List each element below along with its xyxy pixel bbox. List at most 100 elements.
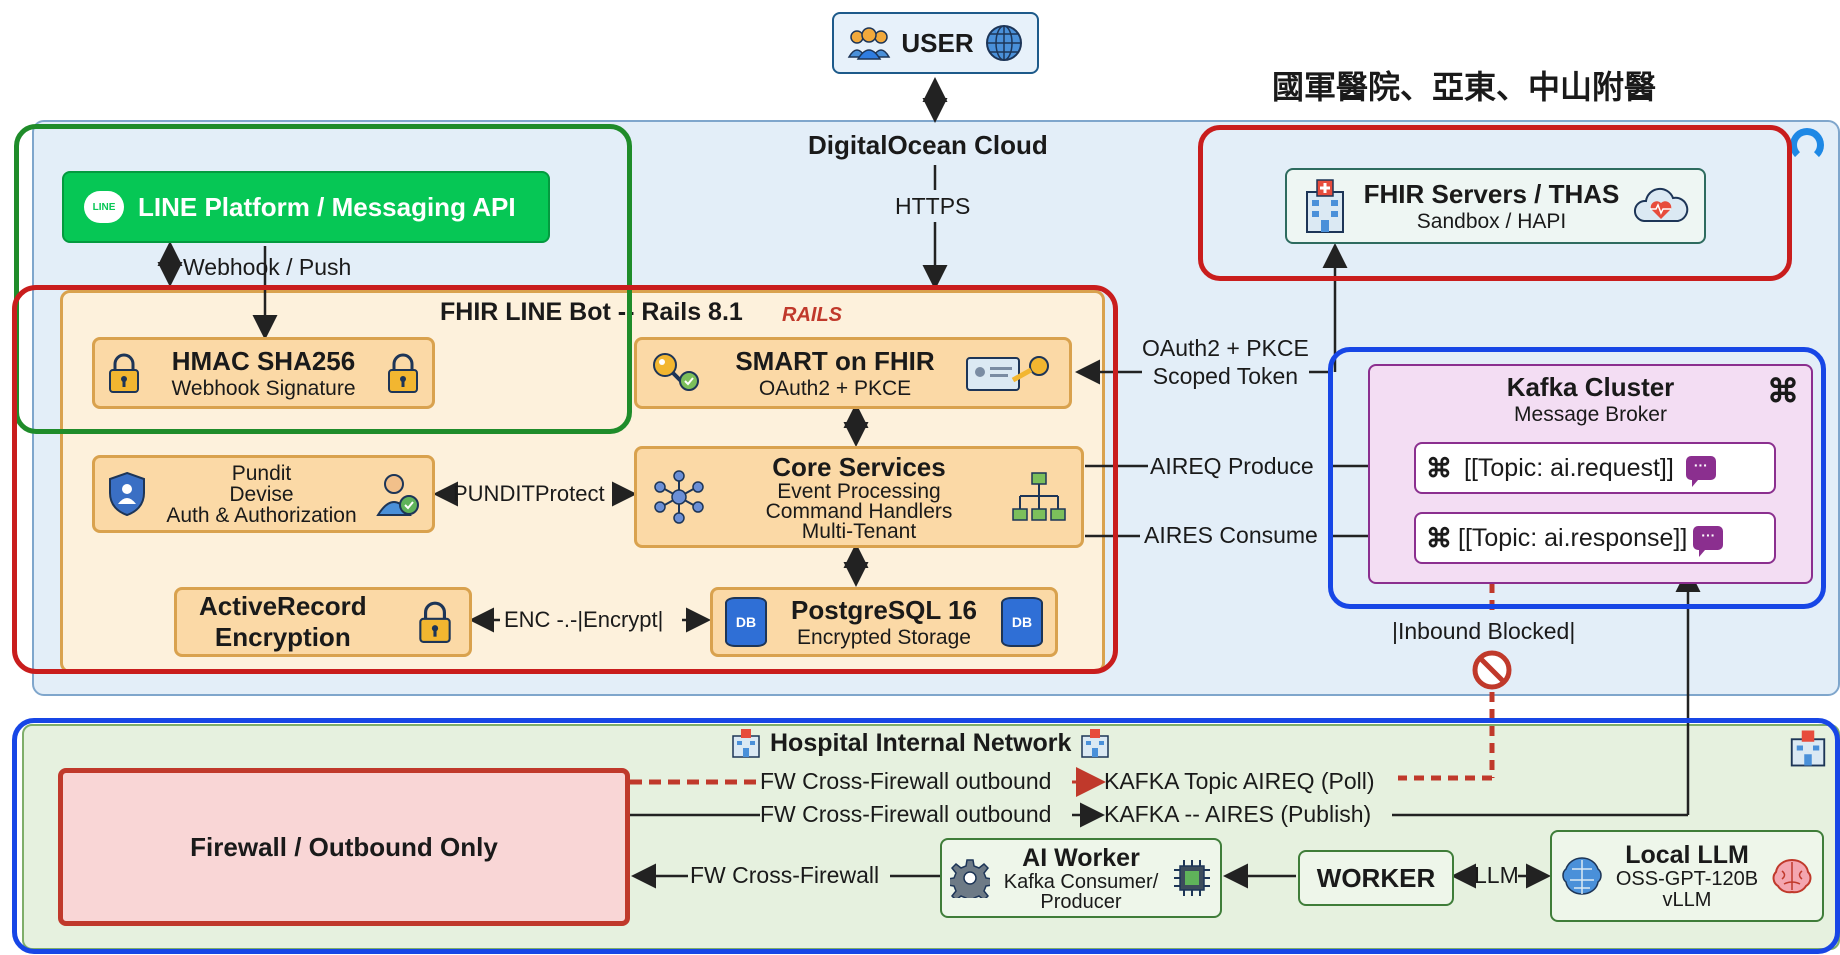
hospital-net-header: Hospital Internal Network xyxy=(730,726,1111,760)
hmac-title: HMAC SHA256 xyxy=(171,345,356,376)
kafka-icon: ⌘ xyxy=(1426,522,1452,553)
fhir-servers-node: FHIR Servers / THAS Sandbox / HAPI xyxy=(1285,168,1706,244)
topic-request-label: [[Topic: ai.request]] xyxy=(1464,453,1674,482)
user-node: USER xyxy=(832,12,1039,74)
hospitals-label: 國軍醫院、亞東、中山附醫 xyxy=(1272,69,1657,105)
kafka-cluster-node: Kafka Cluster Message Broker ⌘ ⌘ [[Topic… xyxy=(1368,364,1813,584)
topic-ai-response: ⌘ [[Topic: ai.response]] ··· xyxy=(1414,512,1776,564)
local-llm-node: Local LLM OSS-GPT-120B vLLM xyxy=(1550,830,1824,922)
kafka-subtitle: Message Broker xyxy=(1514,403,1667,426)
pundit-line1: Pundit xyxy=(231,461,292,485)
smart-on-fhir-node: SMART on FHIR OAuth2 + PKCE xyxy=(634,337,1072,409)
lock-icon xyxy=(109,353,139,393)
ai-worker-line2: Producer xyxy=(1040,891,1122,913)
rails-logo-text: RAILS xyxy=(782,304,842,326)
hospital-building-icon xyxy=(1790,730,1826,767)
line-platform-node: LINE LINE Platform / Messaging API xyxy=(62,171,550,243)
smart-subtitle: OAuth2 + PKCE xyxy=(758,376,912,400)
fw-cross-label: FW Cross-Firewall xyxy=(690,862,880,888)
gear-icon xyxy=(950,859,990,898)
topic-response-label: [[Topic: ai.response]] xyxy=(1458,523,1688,552)
brain-icon xyxy=(1772,858,1812,894)
local-llm-line2: vLLM xyxy=(1662,889,1712,911)
fhir-servers-subtitle: Sandbox / HAPI xyxy=(1416,209,1567,233)
kafka-icon: ⌘ xyxy=(1767,373,1799,409)
llm-label: LLM xyxy=(1474,862,1519,888)
user-check-icon xyxy=(376,474,419,516)
core-line1: Event Processing xyxy=(777,480,941,503)
worker-node: WORKER xyxy=(1298,850,1454,906)
aires-label: AIRES Consume xyxy=(1144,522,1318,548)
worker-label: WORKER xyxy=(1316,862,1436,893)
network-nodes-icon xyxy=(654,470,704,524)
users-icon xyxy=(848,27,891,60)
postgres-title: PostgreSQL 16 xyxy=(791,594,977,625)
enc-label: ENC -.-|Encrypt| xyxy=(504,607,664,632)
key-icon xyxy=(653,353,699,391)
lock-icon xyxy=(419,601,451,643)
highlight-kafka xyxy=(1328,347,1826,609)
id-card-key-icon xyxy=(966,356,1049,391)
postgres-node: DB PostgreSQL 16 Encrypted Storage DB xyxy=(710,587,1058,657)
activerecord-node: ActiveRecord Encryption xyxy=(174,587,472,657)
activerecord-line1: ActiveRecord xyxy=(199,591,367,621)
fw-out2-a: FW Cross-Firewall outbound xyxy=(760,801,1052,827)
db-badge-text: DB xyxy=(1011,614,1033,630)
firewall-label: Firewall / Outbound Only xyxy=(190,831,498,862)
fw-out2-b: KAFKA -- AIRES (Publish) xyxy=(1104,801,1372,827)
bot-title: FHIR LINE Bot -- Rails 8.1 xyxy=(440,298,743,326)
hospital-building-icon xyxy=(1081,729,1110,758)
rails-logo: RAILS xyxy=(782,304,842,327)
fw-out1-b: KAFKA Topic AIREQ (Poll) xyxy=(1104,768,1375,794)
smart-title: SMART on FHIR xyxy=(735,345,935,376)
postgres-subtitle: Encrypted Storage xyxy=(797,625,971,649)
highlight-fhir-servers xyxy=(1198,125,1792,281)
core-line3: Multi-Tenant xyxy=(801,520,917,543)
chip-icon xyxy=(1173,860,1210,896)
webhook-label: Webhook / Push xyxy=(183,254,352,280)
chat-icon: ··· xyxy=(1693,526,1724,557)
oauth-label: OAuth2 + PKCE Scoped Token xyxy=(1142,334,1309,390)
org-chart-icon xyxy=(1012,472,1066,521)
oauth-line2: Scoped Token xyxy=(1152,363,1299,389)
shield-icon xyxy=(109,471,145,517)
lock-icon xyxy=(387,353,418,393)
line-logo-icon: LINE xyxy=(84,191,124,223)
line-platform-label: LINE Platform / Messaging API xyxy=(138,191,516,222)
local-llm-line1: OSS-GPT-120B xyxy=(1615,868,1759,890)
core-title: Core Services xyxy=(772,452,946,482)
ai-worker-title: AI Worker xyxy=(1022,844,1140,872)
hmac-node: HMAC SHA256 Webhook Signature xyxy=(92,337,435,409)
hospital-building-icon xyxy=(1306,179,1344,233)
core-line2: Command Handlers xyxy=(765,500,953,523)
pundit-line2: Devise xyxy=(229,482,294,506)
oauth-line1: OAuth2 + PKCE xyxy=(1142,335,1309,361)
user-label: USER xyxy=(901,27,974,58)
fw-out1-a: FW Cross-Firewall outbound xyxy=(760,768,1052,794)
hospital-building-icon xyxy=(732,729,760,758)
highlight-hospital-network xyxy=(12,718,1840,954)
https-label: HTTPS xyxy=(895,193,971,219)
pundit-line3: Auth & Authorization xyxy=(166,503,357,527)
database-icon: DB xyxy=(725,597,767,647)
core-services-node: Core Services Event Processing Command H… xyxy=(634,446,1084,548)
pundit-node: Pundit Devise Auth & Authorization xyxy=(92,455,435,533)
blocked-icon xyxy=(1472,650,1512,690)
aireq-label: AIREQ Produce xyxy=(1150,453,1314,479)
fhir-servers-title: FHIR Servers / THAS xyxy=(1363,178,1620,209)
hmac-subtitle: Webhook Signature xyxy=(171,376,356,400)
topic-ai-request: ⌘ [[Topic: ai.request]] ··· xyxy=(1414,442,1776,494)
digitalocean-icon xyxy=(1790,128,1824,162)
inbound-blocked-label: |Inbound Blocked| xyxy=(1392,618,1576,644)
activerecord-line2: Encryption xyxy=(214,622,351,652)
ai-worker-line1: Kafka Consumer/ xyxy=(1003,871,1159,893)
highlight-rails-section xyxy=(12,285,1118,674)
hospital-net-title: Hospital Internal Network xyxy=(770,728,1072,757)
firewall-node: Firewall / Outbound Only xyxy=(58,768,630,926)
kafka-icon: ⌘ xyxy=(1426,452,1452,483)
local-llm-title: Local LLM xyxy=(1625,841,1749,869)
chat-icon: ··· xyxy=(1685,456,1716,487)
heart-cloud-icon xyxy=(1634,187,1689,222)
pundit-protect-label: PUNDITProtect xyxy=(453,481,605,506)
brain-network-icon xyxy=(1562,857,1602,895)
